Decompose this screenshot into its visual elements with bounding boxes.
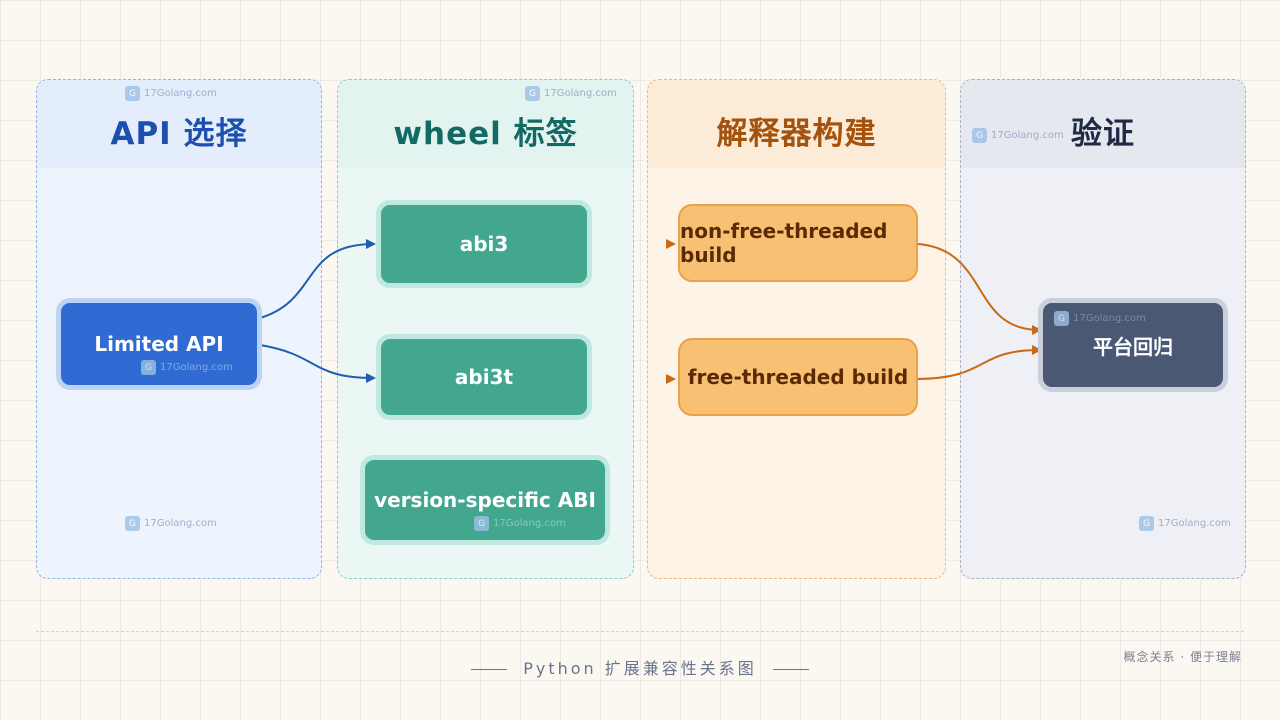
watermark-logo-icon: G bbox=[141, 360, 156, 375]
watermark-logo-icon: G bbox=[525, 86, 540, 101]
watermark-text: 17Golang.com bbox=[160, 362, 233, 373]
lane-wheel-header bbox=[338, 80, 633, 168]
watermark-text: 17Golang.com bbox=[1073, 313, 1146, 324]
caption-dash-right bbox=[772, 669, 809, 670]
node-free-threaded-build: free-threaded build bbox=[678, 338, 918, 416]
node-limited-api: Limited API bbox=[56, 298, 262, 390]
lane-verify-header bbox=[961, 80, 1245, 168]
watermark: G 17Golang.com bbox=[1139, 516, 1231, 531]
lane-wheel-title: wheel 标签 bbox=[393, 116, 578, 152]
watermark-logo-icon: G bbox=[125, 516, 140, 531]
watermark-logo-icon: G bbox=[474, 516, 489, 531]
watermark-text: 17Golang.com bbox=[991, 130, 1064, 141]
watermark-text: 17Golang.com bbox=[544, 88, 617, 99]
node-abi3: abi3 bbox=[376, 200, 592, 288]
watermark: G 17Golang.com bbox=[972, 128, 1064, 143]
watermark: G 17Golang.com bbox=[1054, 311, 1146, 326]
lane-interpreter-title: 解释器构建 bbox=[716, 116, 877, 152]
watermark-text: 17Golang.com bbox=[144, 518, 217, 529]
watermark: G 17Golang.com bbox=[525, 86, 617, 101]
node-version-specific-abi: version-specific ABI bbox=[360, 455, 610, 545]
watermark-logo-icon: G bbox=[972, 128, 987, 143]
watermark-logo-icon: G bbox=[125, 86, 140, 101]
lane-interpreter-build: 解释器构建 bbox=[647, 79, 946, 579]
watermark-logo-icon: G bbox=[1139, 516, 1154, 531]
edge-limited-api-to-abi3t bbox=[259, 344, 376, 383]
watermark: G 17Golang.com bbox=[474, 516, 566, 531]
node-abi3t: abi3t bbox=[376, 334, 592, 420]
caption-text: Python 扩展兼容性关系图 bbox=[523, 659, 757, 678]
lane-api-title: API 选择 bbox=[110, 116, 248, 152]
watermark-text: 17Golang.com bbox=[493, 518, 566, 529]
watermark-text: 17Golang.com bbox=[144, 88, 217, 99]
caption-dash-left bbox=[471, 669, 508, 670]
footer-note: 概念关系 · 便于理解 bbox=[1123, 650, 1242, 664]
watermark-text: 17Golang.com bbox=[1158, 518, 1231, 529]
lane-interpreter-header bbox=[648, 80, 945, 168]
lane-api-header bbox=[37, 80, 321, 168]
edge-free-threaded-to-platform bbox=[917, 345, 1042, 380]
node-platform-regression: 平台回归 bbox=[1038, 298, 1228, 392]
watermark: G 17Golang.com bbox=[125, 516, 217, 531]
node-non-free-threaded-build: non-free-threaded build bbox=[678, 204, 918, 282]
watermark-logo-icon: G bbox=[1054, 311, 1069, 326]
lane-verify-title: 验证 bbox=[1071, 116, 1135, 152]
edge-limited-api-to-abi3 bbox=[259, 239, 376, 319]
watermark: G 17Golang.com bbox=[125, 86, 217, 101]
edge-non-free-threaded-to-platform bbox=[917, 243, 1042, 335]
footer-divider bbox=[36, 631, 1244, 632]
footer-caption: Python 扩展兼容性关系图 bbox=[0, 655, 1280, 679]
watermark: G 17Golang.com bbox=[141, 360, 233, 375]
